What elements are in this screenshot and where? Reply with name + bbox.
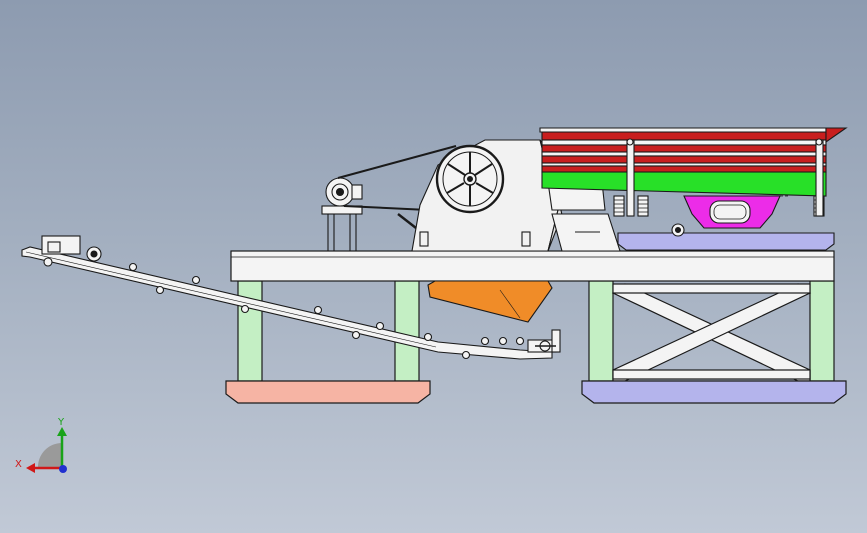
belt-conveyor-icon: [21, 235, 561, 360]
left-leg-2: [394, 280, 420, 382]
screen-base-platform: [617, 232, 835, 251]
right-leg-1: [588, 280, 614, 382]
screen-tray-2: [541, 144, 827, 153]
y-axis-arrow-icon: [57, 427, 67, 436]
right-base-pad: [581, 380, 847, 404]
discharge-chute: [427, 280, 553, 323]
conveyor-belt: [21, 246, 553, 360]
vibrating-screen-icon: [539, 127, 848, 251]
flywheel-icon: [435, 144, 505, 214]
conveyor-tail: [527, 329, 561, 353]
main-deck: [230, 250, 835, 282]
z-axis-dot: [59, 465, 67, 473]
motor-icon: [321, 177, 363, 251]
screen-tray-1: [541, 131, 827, 141]
y-axis-label: Y: [57, 417, 65, 428]
x-axis-label: X: [15, 459, 22, 470]
screen-tray-4: [541, 165, 827, 173]
conveyor-head-drive: [41, 235, 102, 267]
x-axis-arrow-icon: [26, 463, 35, 473]
right-leg-2: [809, 280, 835, 382]
cross-bracing: [611, 283, 812, 382]
axis-triad-base: [37, 443, 62, 468]
support-frame: [225, 250, 847, 404]
screen-posts: [626, 138, 824, 217]
screen-tray-3: [541, 155, 827, 164]
conveyor-idlers: [128, 262, 525, 360]
left-base-pad: [225, 380, 431, 404]
axis-triad[interactable]: Y X: [15, 417, 67, 473]
